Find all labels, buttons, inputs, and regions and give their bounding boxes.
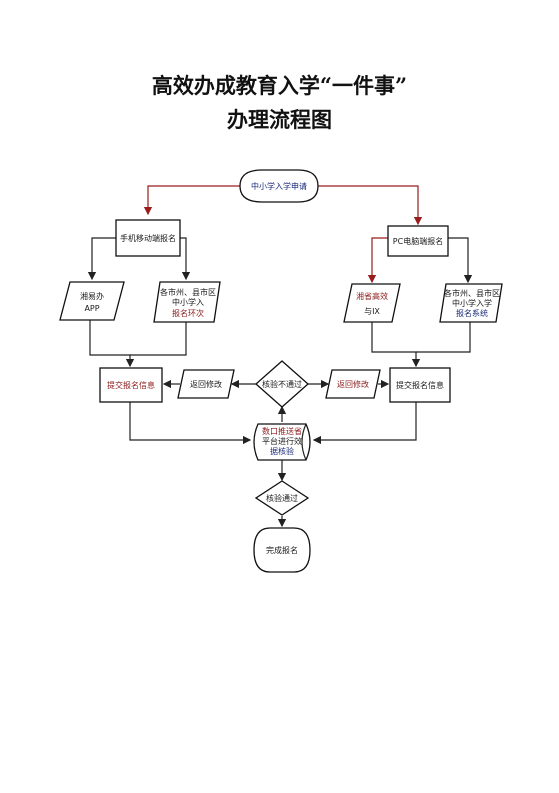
app-label-line2: APP [84,304,99,313]
page-title: 高效办成教育入学“一件事” [151,73,408,98]
app-label-line1: 湘易办 [80,291,104,301]
pc-register-label: PC电脑端报名 [393,236,443,246]
app-node: 湘易办 APP [59,281,125,321]
check-pass-node: 核验通过 [254,480,310,516]
submit-left-node: 提交报名信息 [99,367,163,403]
local-left-line2: 中小学入 [172,297,204,307]
connectors [87,185,473,528]
local-left-node: 各市州、县市区 中小学入 报名环次 [153,281,221,323]
return-left-label: 返回修改 [190,379,222,389]
local-right-node: 各市州、县市区 中小学入学 报名系统 [439,283,503,323]
local-right-line2: 中小学入学 [452,298,492,308]
mobile-register-node: 手机移动端报名 [115,219,181,257]
verify-line1: 数口推送省 [262,426,302,436]
local-right-line1: 各市州、县市区 [444,288,500,298]
local-left-line3: 报名环次 [172,308,204,318]
pc-register-node: PC电脑端报名 [387,225,449,257]
mobile-register-label: 手机移动端报名 [120,233,176,243]
check-fail-node: 核验不通过 [255,360,309,408]
page-subtitle: 办理流程图 [227,107,332,132]
submit-right-node: 提交报名信息 [389,367,451,403]
finish-node: 完成报名 [253,527,311,573]
submit-left-label: 提交报名信息 [107,380,155,390]
check-fail-label: 核验不通过 [262,379,302,389]
submit-right-label: 提交报名信息 [396,380,444,390]
verify-line3: 据核验 [270,446,294,456]
return-right-node: 返回修改 [325,369,381,399]
hunan-line1: 湘省高效 [356,291,388,301]
verify-node: 数口推送省 平台进行效 据核验 [253,423,311,461]
return-right-label: 返回修改 [337,379,369,389]
local-right-line3: 报名系统 [456,308,488,318]
start-node: 中小学入学申请 [239,169,319,203]
start-label: 中小学入学申请 [251,181,307,191]
finish-label: 完成报名 [266,545,298,555]
hunan-node: 湘省高效 与IX [343,283,401,323]
local-left-line1: 各市州、县市区 [160,287,216,297]
check-pass-label: 核验通过 [266,493,298,503]
return-left-node: 返回修改 [177,369,235,399]
hunan-line2: 与IX [364,307,380,316]
verify-line2: 平台进行效 [262,436,302,446]
